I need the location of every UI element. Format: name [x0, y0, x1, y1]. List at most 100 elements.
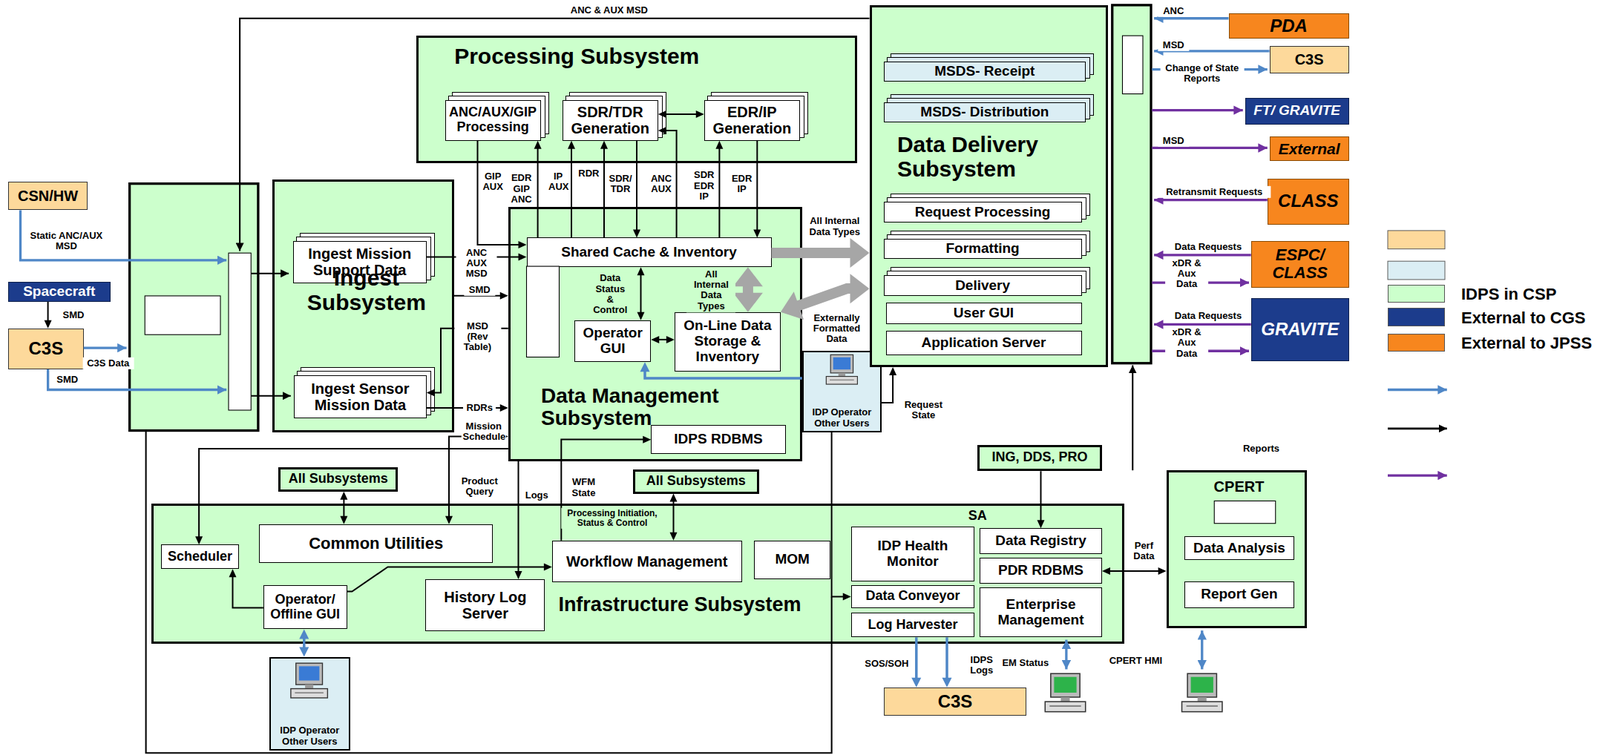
- box-label: On-Line Data Storage & Inventory: [678, 318, 777, 366]
- connector: [753, 141, 761, 239]
- box-label: Formatting: [946, 241, 1020, 257]
- box-label: Common Utilities: [308, 535, 444, 553]
- box-label: Ingest Mission Support Data: [296, 245, 424, 279]
- component-box: User GUI: [886, 302, 1083, 325]
- edge-label: ANC AUX MSD: [456, 246, 498, 280]
- box-label: Ingest Sensor Mission Data: [297, 380, 424, 414]
- external-box: FT/ GRAVITE: [1245, 97, 1350, 125]
- connector: [1102, 567, 1167, 576]
- external-box: C3S: [883, 687, 1028, 717]
- legend-text: External to CGS: [1461, 309, 1586, 328]
- arrowhead: [600, 141, 608, 150]
- arrowhead: [658, 126, 667, 135]
- component-box: Application Server: [886, 330, 1083, 356]
- arrowhead: [445, 516, 453, 525]
- arrowhead: [850, 273, 870, 304]
- component-box: Common Utilities: [258, 524, 493, 564]
- box-label: MSDS- Receipt: [934, 63, 1035, 80]
- stacked-box: EDR/IP Generation: [704, 100, 800, 142]
- box-label: IDPS RDBMS: [673, 431, 763, 448]
- connector: [911, 637, 921, 688]
- connector: [771, 238, 870, 268]
- subsystem-box: Ingest SubsystemIngest Mission Support D…: [272, 179, 455, 433]
- edge-label: SMD: [57, 309, 89, 322]
- subsystem-box: Data Delivery SubsystemMSDS- ReceiptMSDS…: [869, 5, 1109, 368]
- edge-label: Mission Schedule: [461, 420, 507, 444]
- flow-label: xDR & Aux Data: [1165, 256, 1209, 291]
- connector-line: [793, 288, 856, 308]
- box-label: Data Conveyor: [865, 589, 960, 605]
- edge-label: All Internal Data Types: [805, 215, 865, 239]
- component-box: Operator/ Offline GUI: [263, 585, 348, 630]
- component-box: History Log Server: [425, 579, 545, 632]
- edge-label: SDR EDR IP: [690, 169, 718, 203]
- edge-label: GIP AUX: [480, 169, 506, 193]
- arrowhead: [942, 678, 953, 688]
- box-label: Application Server: [921, 335, 1047, 352]
- arrowhead: [640, 362, 651, 372]
- legend-line: [1387, 474, 1448, 477]
- connector-line: [517, 461, 520, 575]
- external-box: PDA: [1228, 13, 1350, 39]
- flow-line: [1151, 146, 1267, 150]
- stacked-box: Formatting: [883, 238, 1083, 260]
- flow-line: [83, 346, 127, 349]
- arrowhead: [339, 492, 348, 501]
- legend-swatch: [1387, 261, 1445, 280]
- component-box: On-Line Data Storage & Inventory: [674, 312, 781, 372]
- connector-line: [233, 575, 264, 609]
- inner-box: [1214, 500, 1276, 524]
- external-box: GRAVITE: [1251, 298, 1350, 362]
- legend-line: [1387, 427, 1448, 430]
- legend-swatch: [1387, 333, 1445, 353]
- arrowhead: [543, 564, 553, 572]
- ingest-front-box: [129, 184, 259, 432]
- edge-label: SOS/SOH: [863, 658, 904, 671]
- connector: [650, 336, 675, 344]
- box-label: History Log Server: [428, 589, 542, 622]
- box-label: Data Registry: [995, 533, 1087, 550]
- connector: [658, 110, 705, 118]
- connector-line: [603, 146, 605, 238]
- inner-box: [144, 296, 221, 335]
- arrowhead: [1037, 520, 1045, 529]
- edge-label: Logs: [523, 489, 550, 502]
- connector: [733, 267, 763, 313]
- box-label: FT/ GRAVITE: [1253, 103, 1341, 119]
- edge-label: Data Status & Control: [589, 273, 631, 317]
- edge-label: WFM State: [567, 476, 601, 500]
- connector-line: [635, 141, 638, 233]
- subsystem-title: Processing Subsystem: [454, 43, 792, 69]
- legend-swatch: [1387, 230, 1445, 250]
- connector-line: [570, 146, 573, 238]
- component-box: Report Gen: [1184, 581, 1294, 609]
- flow-line: [239, 18, 870, 252]
- box-label: Request Processing: [915, 204, 1051, 221]
- flow-line: [1153, 17, 1229, 20]
- connector: [1037, 471, 1045, 529]
- external-box: ESPC/ CLASS: [1251, 241, 1350, 288]
- box-label: Scheduler: [167, 549, 233, 565]
- group-box: ING, DDS, PRO: [977, 445, 1103, 472]
- box-label: Shared Cache & Inventory: [561, 244, 737, 261]
- arrowhead: [534, 141, 542, 150]
- connector: [942, 637, 953, 688]
- box-label: ANC/AUX/GIP Processing: [448, 105, 538, 136]
- connector: [339, 492, 348, 525]
- box-label: Data Analysis: [1193, 541, 1286, 557]
- box-label: GRAVITE: [1260, 319, 1339, 340]
- connector: [831, 432, 852, 601]
- connector-line: [347, 567, 547, 593]
- box-label: Spacecraft: [23, 284, 95, 300]
- component-box: MOM: [753, 541, 831, 580]
- arrowhead: [339, 516, 348, 525]
- external-box: CSN/HW: [8, 181, 88, 211]
- box-label: All Subsystems: [646, 474, 746, 490]
- subsystem-title: Infrastructure Subsystem: [558, 594, 849, 617]
- box-label: External: [1278, 140, 1341, 158]
- arrowhead: [518, 241, 527, 249]
- arrowhead: [658, 110, 667, 118]
- component-box: Scheduler: [161, 544, 239, 570]
- connector-line: [47, 302, 49, 323]
- box-label: All Subsystems: [288, 471, 389, 487]
